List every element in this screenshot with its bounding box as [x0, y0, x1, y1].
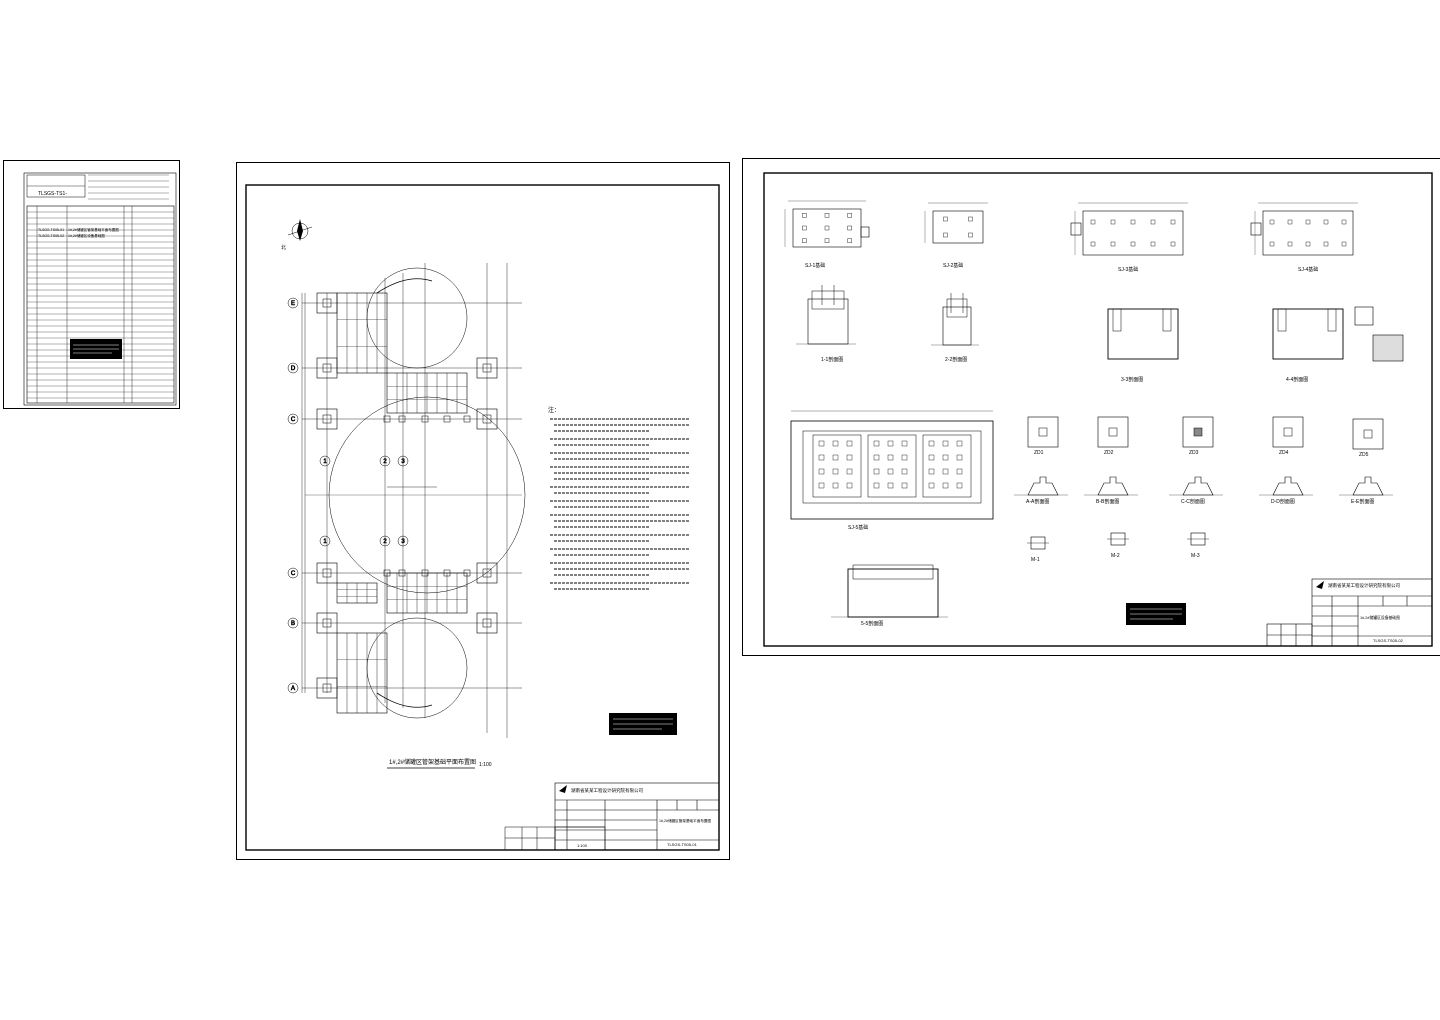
pier-title: ZD2: [1104, 450, 1114, 456]
grid-row-label: C: [291, 417, 296, 423]
pier-section-title: D-D剖面图: [1271, 499, 1295, 505]
grid-row-label: D: [291, 366, 296, 372]
north-arrow-icon: [287, 219, 313, 241]
pier-title: ZD1: [1034, 450, 1044, 456]
big-section-title: 5-5剖面图: [861, 621, 884, 627]
tb-drawing: 1#,2#储罐区管架基础平面布置图: [659, 819, 712, 823]
index-row1-code: TLSGS-TS05-01: [38, 228, 65, 232]
sheet-index: TLSGS-TS1- TLSGS-TS05-01 1#,2#储罐区管架基础平面布…: [3, 160, 180, 409]
sheet-plan: E D C C B A 1 2 3 1 2 3: [236, 162, 730, 860]
plan-drawing: E D C C B A 1 2 3 1 2 3: [245, 184, 720, 851]
company-logo-icon: [559, 785, 567, 793]
embed-title: M-1: [1031, 557, 1040, 563]
grid-col-label: 2: [383, 459, 387, 465]
plan-title: 1#,2#储罐区管架基础平面布置图: [389, 760, 477, 766]
sheet-details: SJ-1基础 SJ-2基础 SJ-3基础 SJ-4基础 1-1剖面图 2-2剖面图 3-3剖…: [742, 158, 1440, 656]
dtb-company: 湖南省某某工程设计研究院有限公司: [1328, 583, 1400, 588]
title-block: [554, 782, 720, 851]
tb-scale: 1:100: [577, 843, 588, 848]
grid-row-label: B: [291, 621, 295, 627]
plan-scale: 1:100: [479, 762, 492, 768]
notes-title: 注：: [548, 408, 561, 414]
pier-title: ZD5: [1359, 452, 1369, 458]
pier-section-title: B-B剖面图: [1096, 499, 1120, 505]
detail-title: SJ-1基础: [805, 263, 826, 269]
grid-row-label: E: [291, 301, 295, 307]
grid-col-label: 2: [383, 539, 387, 545]
dtb-number: TLSGS-TS05-02: [1373, 638, 1403, 643]
section-title: 1-1剖面图: [821, 357, 844, 363]
pier-title: ZD3: [1189, 450, 1199, 456]
grid-col-label: 3: [401, 539, 405, 545]
north-label: 北: [281, 245, 287, 251]
index-table-drawing: [23, 172, 177, 406]
grid-col-label: 3: [401, 459, 405, 465]
tb-number: TLSGS-TS05-01: [667, 842, 697, 847]
pier-section-title: E-E剖面图: [1351, 499, 1375, 505]
tb-company: 湖南省某某工程设计研究院有限公司: [571, 788, 643, 793]
grid-col-label: 1: [323, 539, 327, 545]
detail-logo-icon: [1316, 581, 1324, 589]
grid-row-label: A: [291, 686, 295, 692]
index-row2-name: 1#,2#储罐区设备基础图: [68, 234, 105, 238]
detail-title: SJ-2基础: [943, 263, 964, 269]
detail-title: SJ-3基础: [1118, 267, 1139, 273]
pier-section-title: A-A剖面图: [1026, 499, 1050, 505]
pier-section-title: C-C剖面图: [1181, 499, 1205, 505]
dtb-drawing: 1#,2#储罐区设备基础图: [1360, 616, 1400, 620]
detail-title: SJ-4基础: [1298, 267, 1319, 273]
section-title: 2-2剖面图: [945, 357, 968, 363]
index-code: TLSGS-TS1-: [38, 191, 67, 197]
pier-title: ZD4: [1279, 450, 1289, 456]
section-title: 3-3剖面图: [1121, 377, 1144, 383]
details-drawing: [763, 172, 1433, 647]
section-title: 4-4剖面图: [1286, 377, 1309, 383]
big-plan-title: SJ-5基础: [848, 525, 869, 531]
index-row2-code: TLSGS-TS05-02: [38, 234, 65, 238]
embed-title: M-2: [1111, 553, 1120, 559]
embed-title: M-3: [1191, 553, 1200, 559]
grid-row-label: C: [291, 571, 296, 577]
grid-col-label: 1: [323, 459, 327, 465]
index-row1-name: 1#,2#储罐区管架基础平面布置图: [68, 228, 119, 232]
detail-title-block: [1266, 578, 1433, 647]
